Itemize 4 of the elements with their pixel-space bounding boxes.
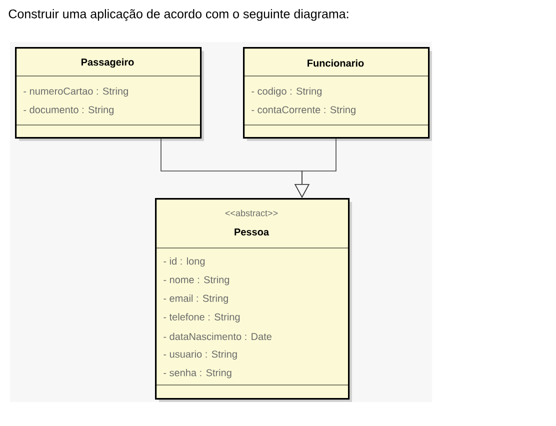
class-box: Funcionario - codigo : String - contaCorrente : String — [242, 47, 432, 141]
class-box: <<abstract>> Pessoa - id : long - nome : String - email : String - telefone : String - dataNascimento : Date - usuario : String - senha : String — [154, 198, 352, 402]
class-box: Passageiro - numeroCartao : String - documento : String — [14, 47, 204, 141]
title: Construir uma aplicação de acordo com o seguinte diagrama: — [8, 9, 348, 21]
